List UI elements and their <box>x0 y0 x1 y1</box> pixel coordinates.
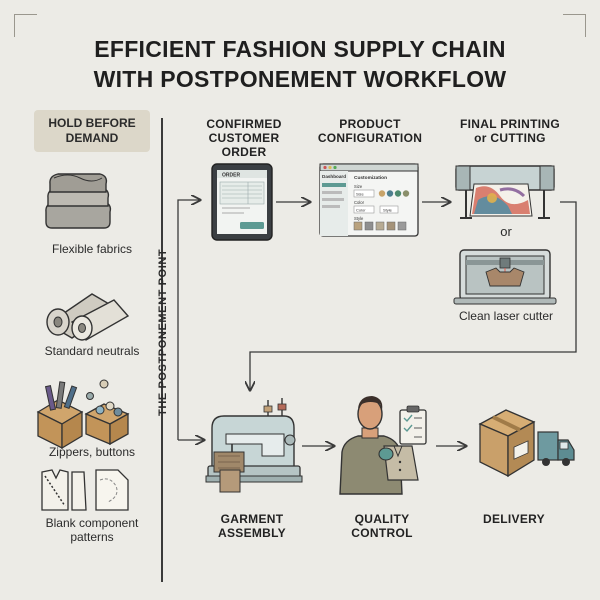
zippers-buttons-icon <box>36 379 130 450</box>
blank-patterns-icon <box>41 469 129 511</box>
config-sidebar-title: Dashboard <box>322 174 346 179</box>
fabric-rolls-icon <box>46 293 130 341</box>
zippers-buttons-label: Zippers, buttons <box>48 445 136 459</box>
arrow-print-to-assembly <box>250 201 577 390</box>
delivery-heading: DELIVERY <box>483 512 545 526</box>
order-heading-line-3: ORDER <box>221 145 267 159</box>
order-heading-line-1: CONFIRMED <box>206 117 282 131</box>
config-panel-title: Customization <box>354 175 387 181</box>
laser-cutter-icon <box>453 249 557 305</box>
sewing-machine-icon <box>205 398 303 493</box>
flexible-fabrics-label: Flexible fabrics <box>51 242 133 256</box>
config-heading-line-2: CONFIGURATION <box>317 131 423 145</box>
hold-heading-line-1: HOLD BEFORE <box>48 116 136 130</box>
page-title: EFFICIENT FASHION SUPPLY CHAIN WITH POST… <box>0 34 600 94</box>
final-printing-heading: FINAL PRINTING or CUTTING <box>446 117 574 145</box>
hold-heading-line-2: DEMAND <box>65 131 119 145</box>
blank-patterns-line-2: patterns <box>70 530 114 544</box>
arrow-to-order <box>177 200 200 440</box>
config-size-label: Size <box>354 184 363 189</box>
frame-corner-top-left <box>14 14 37 37</box>
printing-heading-line-2: or CUTTING <box>474 131 546 145</box>
config-size-value: Size <box>356 192 365 197</box>
quality-heading-line-2: CONTROL <box>351 526 413 540</box>
printing-heading-line-1: FINAL PRINTING <box>460 117 560 131</box>
or-label: or <box>500 224 512 239</box>
blank-patterns-label: Blank component patterns <box>24 516 160 544</box>
quality-control-heading: QUALITY CONTROL <box>330 512 434 540</box>
fabric-stack-icon <box>45 173 112 229</box>
product-configuration-heading: PRODUCT CONFIGURATION <box>312 117 428 145</box>
config-color-button: Style <box>383 208 393 213</box>
title-line-1: EFFICIENT FASHION SUPPLY CHAIN <box>94 36 506 62</box>
blank-patterns-line-1: Blank component <box>45 516 139 530</box>
config-color-value: Color <box>356 208 366 213</box>
order-screen-title: ORDER <box>222 173 240 179</box>
confirmed-order-heading: CONFIRMED CUSTOMER ORDER <box>192 117 296 159</box>
postponement-divider <box>161 118 163 582</box>
wide-format-printer-icon <box>455 165 555 219</box>
laser-cutter-label: Clean laser cutter <box>458 309 554 323</box>
title-line-2: WITH POSTPONEMENT WORKFLOW <box>93 66 507 92</box>
assembly-heading-line-2: ASSEMBLY <box>218 526 286 540</box>
delivery-box-truck-icon <box>478 409 575 478</box>
hold-before-demand-heading: HOLD BEFORE DEMAND <box>34 110 150 152</box>
flow-arrows <box>177 200 577 446</box>
assembly-heading-line-1: GARMENT <box>220 512 284 526</box>
quality-heading-line-1: QUALITY <box>354 512 410 526</box>
frame-corner-top-right <box>563 14 586 37</box>
config-style-label: Style <box>354 216 364 221</box>
configuration-window-icon: Dashboard Customization Size Size Color … <box>319 163 419 237</box>
garment-assembly-heading: GARMENT ASSEMBLY <box>200 512 304 540</box>
config-heading-line-1: PRODUCT <box>339 117 401 131</box>
order-heading-line-2: CUSTOMER <box>208 131 280 145</box>
order-tablet-icon: ORDER <box>211 163 273 241</box>
config-color-label: Color <box>354 200 365 205</box>
standard-neutrals-label: Standard neutrals <box>44 344 140 358</box>
quality-inspector-icon <box>339 396 427 495</box>
